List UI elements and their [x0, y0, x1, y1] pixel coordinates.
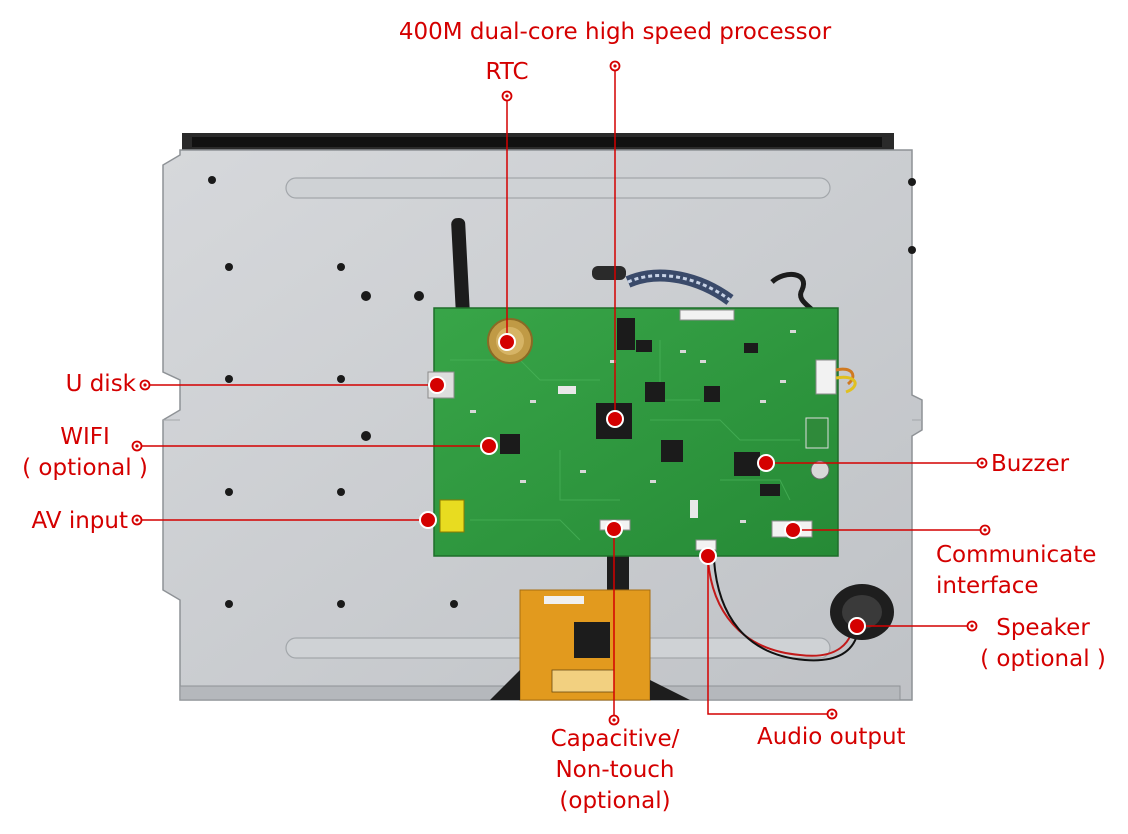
marker-buzzer — [757, 454, 775, 472]
marker-audio-output — [699, 547, 717, 565]
label-buzzer: Buzzer — [991, 451, 1070, 477]
label-speaker-line-1: Speaker — [996, 615, 1090, 641]
label-wifi: WIFI ( optional ) — [10, 422, 160, 484]
marker-touch — [605, 520, 623, 538]
label-communicate-line-2: interface — [936, 573, 1039, 599]
label-touch: Capacitive/ Non-touch (optional) — [520, 724, 710, 817]
label-communicate: Communicate interface — [936, 540, 1116, 602]
marker-rtc — [498, 333, 516, 351]
label-rtc: RTC — [485, 59, 529, 85]
label-speaker: Speaker ( optional ) — [968, 613, 1118, 675]
av-input-connector — [439, 499, 465, 533]
marker-av-input — [419, 511, 437, 529]
label-touch-line-2: Non-touch — [555, 757, 675, 783]
label-communicate-line-1: Communicate — [936, 542, 1097, 568]
label-touch-line-1: Capacitive/ — [550, 726, 680, 752]
label-av-input: AV input — [31, 508, 128, 534]
wifi-antenna — [451, 218, 471, 336]
marker-processor — [606, 410, 624, 428]
marker-speaker — [848, 617, 866, 635]
marker-u-disk — [428, 376, 446, 394]
marker-communicate — [784, 521, 802, 539]
callout-markers — [131, 60, 991, 726]
marker-wifi — [480, 437, 498, 455]
label-speaker-line-2: ( optional ) — [980, 646, 1106, 672]
label-touch-line-3: (optional) — [559, 788, 671, 814]
label-u-disk: U disk — [65, 371, 136, 397]
main-board — [427, 307, 857, 557]
label-audio-output: Audio output — [757, 724, 906, 750]
label-wifi-line-2: ( optional ) — [22, 455, 148, 481]
label-wifi-line-1: WIFI — [60, 424, 110, 450]
callout-lines — [137, 66, 985, 720]
label-processor: 400M dual-core high speed processor — [398, 19, 832, 45]
